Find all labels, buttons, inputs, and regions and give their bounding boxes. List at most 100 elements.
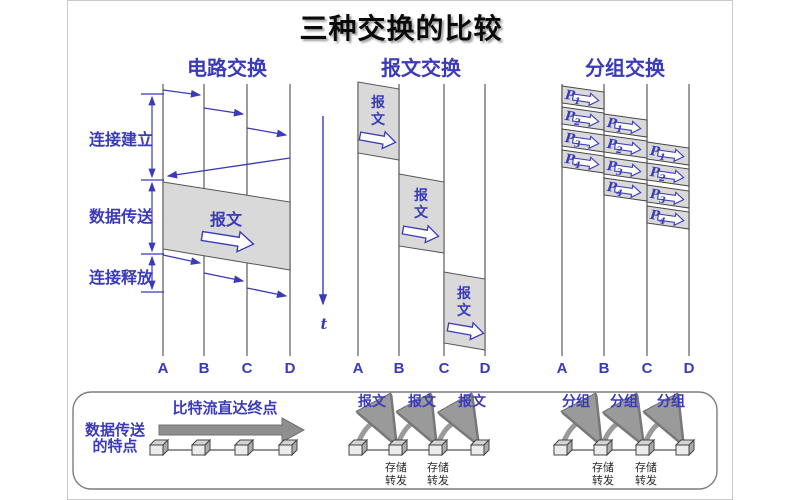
packet-label: P2 [606, 137, 624, 157]
white-flow-arrow [656, 191, 685, 206]
cube-front [278, 444, 293, 456]
node-label: A [157, 360, 169, 377]
cube-front [149, 444, 164, 456]
node-label: B [198, 360, 210, 377]
white-flow-arrow [571, 92, 600, 107]
signal-arrow [203, 272, 245, 283]
time-axis-label: t [320, 315, 328, 333]
node-cube [347, 438, 369, 457]
node-cube [469, 438, 491, 457]
node-cube [634, 438, 656, 457]
store-forward-label: 存储 转发 [635, 462, 657, 487]
node-label: C [241, 360, 253, 377]
white-flow-arrow [656, 212, 685, 227]
signal-arrow [162, 89, 202, 98]
white-flow-arrow [571, 113, 600, 128]
hop-arrow [358, 422, 392, 443]
packet-hop-label: 分组 [657, 393, 685, 409]
white-flow-arrow [571, 156, 600, 171]
node-label: C [641, 360, 653, 377]
node-label: B [598, 360, 610, 377]
packet-hop-label: 分组 [562, 393, 590, 409]
hop-arrow [645, 422, 679, 443]
cube-front [428, 444, 443, 456]
circuit-message-band [162, 181, 291, 271]
packet-label: P2 [564, 109, 582, 129]
white-flow-arrow [613, 163, 642, 178]
hop-arrow [398, 422, 432, 443]
signal-arrow [203, 107, 245, 117]
packet-label: P4 [649, 208, 667, 228]
packet-label: P3 [606, 159, 624, 179]
store-forward-label: 存储 转发 [427, 462, 449, 487]
diagram-canvas [72, 81, 718, 490]
phase-measure-axis [141, 93, 164, 293]
phase-label-release: 连接释放 [88, 270, 154, 287]
node-label: D [683, 360, 695, 377]
column-header-message: 报文交换 [381, 58, 461, 80]
features-caption: 数据传送 的特点 [84, 422, 146, 455]
phase-label-data: 数据传送 [88, 209, 154, 226]
hop-arrow [563, 422, 597, 443]
node-label: A [556, 360, 568, 377]
column-header-circuit: 电路交换 [187, 58, 267, 80]
cube-front [553, 444, 568, 456]
node-cube [190, 438, 212, 457]
store-forward-label: 存储 转发 [385, 462, 407, 487]
cube-front [191, 444, 206, 456]
node-cube [233, 438, 255, 457]
store-forward-label: 存储 转发 [592, 462, 614, 487]
circuit-feature-note: 比特流直达终点 [172, 400, 278, 417]
cube-front [675, 444, 690, 456]
node-label: C [438, 360, 450, 377]
features-frame [72, 391, 718, 490]
message-boxes [162, 81, 690, 351]
white-flow-arrow [571, 135, 600, 150]
cube-front [470, 444, 485, 456]
white-flow-arrow [656, 148, 685, 163]
message-box-label: 报 文 [371, 94, 385, 127]
direct-path-arrow [158, 417, 306, 443]
node-cube [148, 438, 170, 457]
node-cube [387, 438, 409, 457]
signal-arrow [246, 127, 288, 138]
circuit-message-label: 报文 [209, 212, 243, 229]
packet-label: P3 [564, 131, 582, 151]
signal-arrow [162, 254, 202, 265]
packet-label: P1 [606, 116, 624, 136]
packet-label: P3 [649, 187, 667, 207]
column-header-packet: 分组交换 [585, 58, 665, 80]
packet-label: P2 [649, 165, 667, 185]
cube-front [388, 444, 403, 456]
cube-front [234, 444, 249, 456]
message-box-label: 报 文 [457, 285, 471, 318]
node-cube [674, 438, 696, 457]
white-flow-arrow [613, 141, 642, 156]
packet-label: P4 [564, 152, 582, 172]
white-flow-arrow [401, 224, 440, 244]
slide: 三种交换的比较 电路交换 报文交换 分组交换 连接建立 数据传送 连接释放 报文… [67, 0, 733, 500]
message-box-label: 报 文 [414, 187, 428, 220]
node-label: D [284, 360, 296, 377]
hop-arrow [600, 422, 639, 443]
white-flow-arrow [446, 321, 485, 341]
node-cube [427, 438, 449, 457]
packet-label: P1 [564, 88, 582, 108]
page-title: 三种交换的比较 [299, 13, 503, 44]
message-hop-label: 报文 [408, 393, 436, 409]
hop-arrow [435, 422, 474, 443]
features-panel-graphics [72, 391, 718, 490]
packet-label: P4 [606, 180, 624, 200]
node-cube [592, 438, 614, 457]
node-label: A [352, 360, 364, 377]
signal-arrow [166, 157, 291, 179]
node-cube [277, 438, 299, 457]
message-hop-label: 报文 [458, 393, 486, 409]
phase-label-setup: 连接建立 [88, 132, 154, 149]
node-cube [552, 438, 574, 457]
signal-arrows [162, 89, 291, 298]
signal-arrow [246, 287, 288, 298]
cube-front [348, 444, 363, 456]
packet-label: P1 [649, 144, 667, 164]
